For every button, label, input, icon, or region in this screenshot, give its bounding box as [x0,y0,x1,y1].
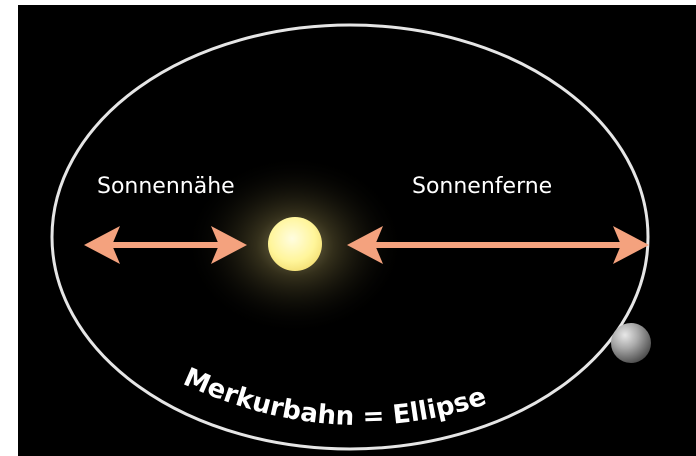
aphelion-label: Sonnenferne [412,174,552,199]
perihelion-label: Sonnennähe [97,174,235,199]
mercury-icon [611,323,651,363]
sun-icon [268,217,322,271]
